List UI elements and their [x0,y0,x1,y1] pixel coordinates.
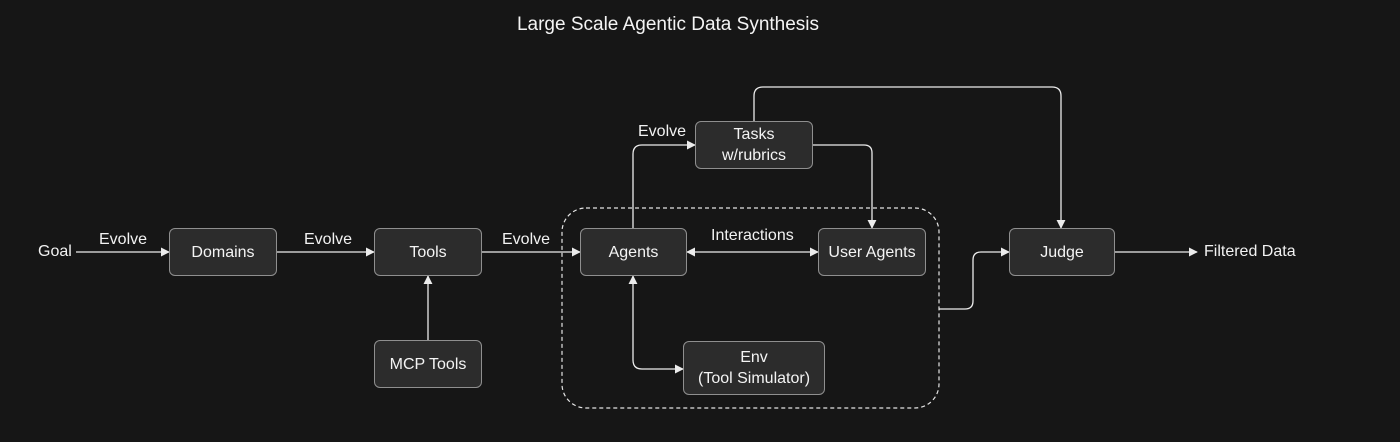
tasks-node: Tasks w/rubrics [695,121,813,169]
filtered-data-label: Filtered Data [1204,243,1296,260]
evolve-label-goal-domains: Evolve [99,231,148,248]
interactions-label: Interactions [711,227,794,244]
edge-tasks-to-judge [753,86,1066,229]
env-node: Env (Tool Simulator) [683,341,825,395]
domains-node: Domains [169,228,277,276]
edge-tasks-to-user-agents [813,144,877,229]
env-node-label-line1: Env [740,349,768,366]
evolve-label-domains-tools: Evolve [304,231,353,248]
user-agents-node: User Agents [818,228,926,276]
edge-agents-env [628,275,684,374]
diagram-title: Large Scale Agentic Data Synthesis [516,14,820,35]
tasks-node-label-line1: Tasks [733,126,775,143]
domains-node-label: Domains [191,243,255,261]
tasks-node-label-line2: w/rubrics [721,147,786,164]
env-node-label-line2: (Tool Simulator) [697,370,811,387]
evolve-label-tools-agents: Evolve [502,231,551,248]
agents-node-label: Agents [608,243,659,261]
interaction-group-boundary [561,207,940,409]
mcp-tools-node: MCP Tools [374,340,482,388]
agents-node: Agents [580,228,687,276]
evolve-label-agents-tasks: Evolve [638,123,687,140]
goal-label: Goal [38,243,72,260]
judge-node-label: Judge [1040,243,1084,261]
user-agents-node-label: User Agents [828,243,916,261]
edge-group-to-judge [939,247,1010,310]
tools-node: Tools [374,228,482,276]
mcp-tools-node-label: MCP Tools [389,355,467,373]
tools-node-label: Tools [409,243,447,261]
edge-agents-to-tasks [632,140,696,228]
judge-node: Judge [1009,228,1115,276]
